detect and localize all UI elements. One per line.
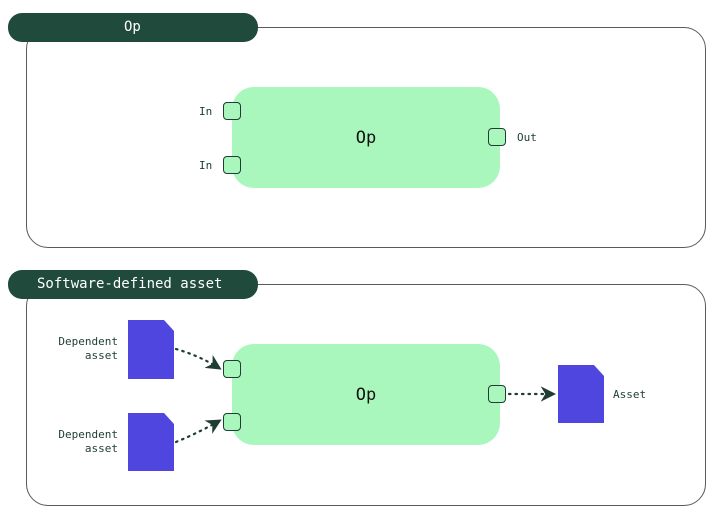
input-port-2 <box>223 156 241 174</box>
op-node: Op <box>232 87 500 188</box>
dependent-asset-label-2: Dependent asset <box>58 428 118 455</box>
asset-input-port-1 <box>223 360 241 378</box>
input-label-1: In <box>199 105 213 118</box>
asset-panel-title: Software-defined asset <box>8 270 258 299</box>
dependency-edge-2 <box>174 419 222 444</box>
output-label: Out <box>517 131 537 144</box>
dependency-edge-1 <box>174 347 222 370</box>
input-label-2: In <box>199 159 213 172</box>
document-icon <box>128 320 174 379</box>
asset-panel-title-text: Software-defined asset <box>37 276 223 292</box>
op-panel-title: Op <box>8 13 258 42</box>
output-asset-label: Asset <box>613 388 647 401</box>
op-node-label: Op <box>355 127 377 148</box>
document-icon <box>558 365 604 423</box>
asset-op-node-label: Op <box>355 384 377 405</box>
asset-input-port-2 <box>223 413 241 431</box>
asset-op-node: Op <box>232 344 500 445</box>
op-panel-title-text: Op <box>124 19 141 35</box>
document-icon <box>128 413 174 471</box>
input-port-1 <box>223 102 241 120</box>
output-port <box>488 128 506 146</box>
asset-output-port <box>488 385 506 403</box>
dependent-asset-label-1: Dependent asset <box>58 335 118 362</box>
